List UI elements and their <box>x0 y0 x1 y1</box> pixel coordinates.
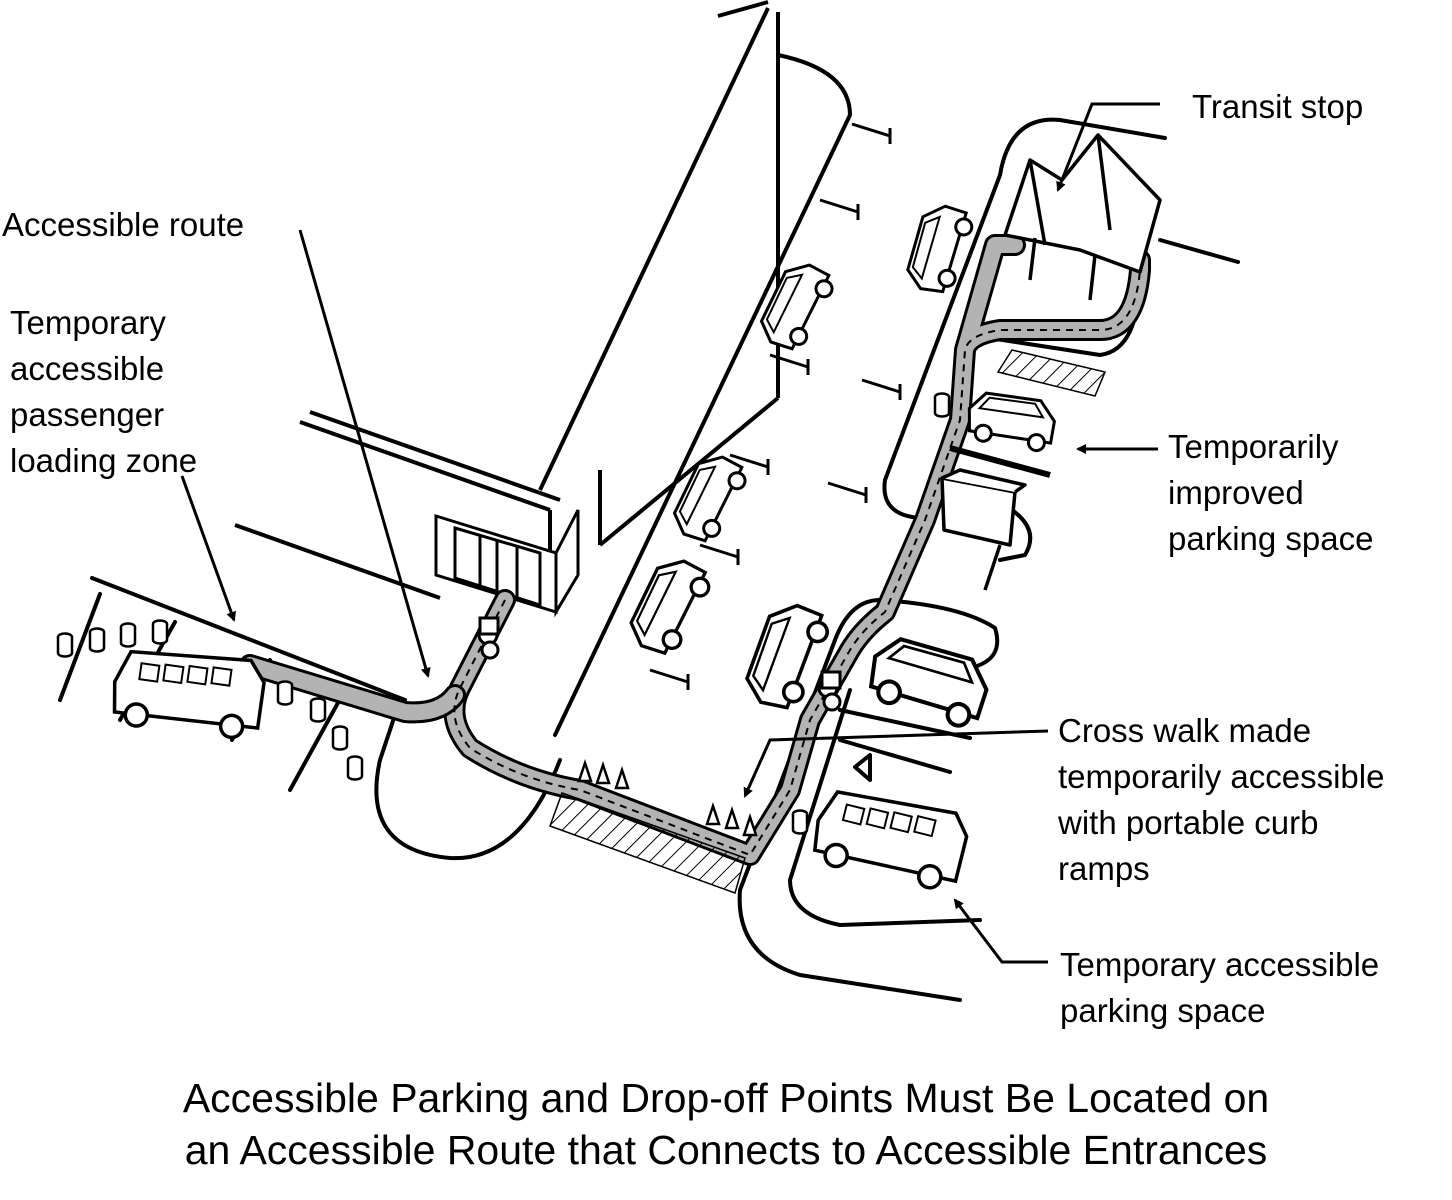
leader-cross-walk <box>743 729 1049 798</box>
vehicle-van-accessible <box>806 779 974 898</box>
vehicle-car-improved <box>962 387 1060 455</box>
leader-transit-stop <box>1056 102 1160 192</box>
label-transit-stop: Transit stop <box>1192 88 1364 125</box>
vehicle-car-1 <box>751 255 840 358</box>
leader-accessible-route <box>298 229 431 678</box>
vehicle-car-4 <box>900 199 978 300</box>
accessible-route-path <box>239 234 1151 866</box>
label-accessible-route: Accessible route <box>2 206 245 243</box>
leader-loading-zone <box>180 475 236 622</box>
label-cross-walk: Cross walk made temporarily accessible w… <box>1058 712 1385 887</box>
wheelchair-user-crosswalk <box>817 670 842 712</box>
label-temp-parking: Temporary accessible parking space <box>1060 946 1380 1029</box>
building <box>234 0 780 610</box>
leader-lines <box>180 102 1160 964</box>
label-loading-zone: Temporary accessible passenger loading z… <box>10 304 198 479</box>
vehicle-car-2 <box>664 447 753 550</box>
entrance-doors <box>434 509 580 618</box>
wheelchair-user-entrance <box>477 616 500 660</box>
transit-shelter <box>1003 133 1162 301</box>
crosswalk <box>549 349 1107 894</box>
ticket-kiosk <box>940 468 1027 591</box>
figure-caption: Accessible Parking and Drop-off Points M… <box>182 1075 1270 1173</box>
leader-temp-parking <box>953 898 1048 964</box>
label-improved-parking: Temporarily improved parking space <box>1168 428 1374 557</box>
vehicle-car-street <box>863 631 994 731</box>
